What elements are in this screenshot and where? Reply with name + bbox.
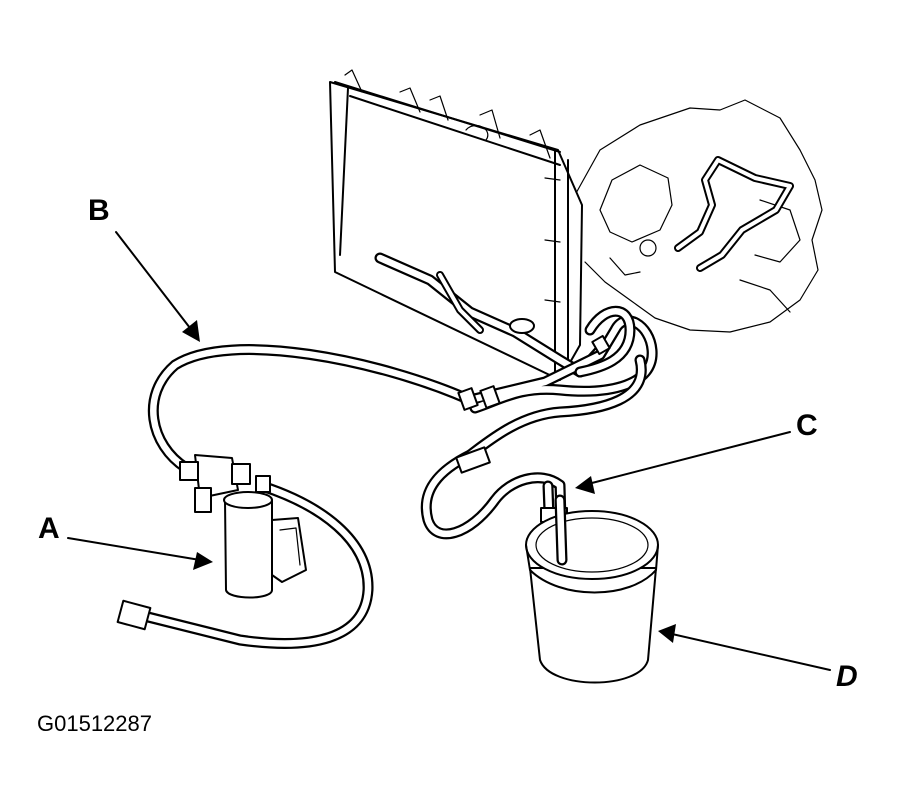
hose-b [147, 305, 658, 474]
flush-canister [116, 454, 374, 649]
bypass-pipes [674, 156, 794, 272]
callout-label-b: B [88, 194, 110, 227]
figure-id: G01512287 [37, 711, 152, 736]
hose-c [420, 354, 647, 561]
callout-label-c: C [796, 409, 818, 442]
radiator [329, 69, 583, 381]
callout-label-a: A [38, 512, 60, 545]
bucket [525, 494, 659, 684]
engine-block [574, 99, 823, 333]
leader-lines [67, 231, 831, 671]
callout-label-d: D [836, 660, 858, 693]
